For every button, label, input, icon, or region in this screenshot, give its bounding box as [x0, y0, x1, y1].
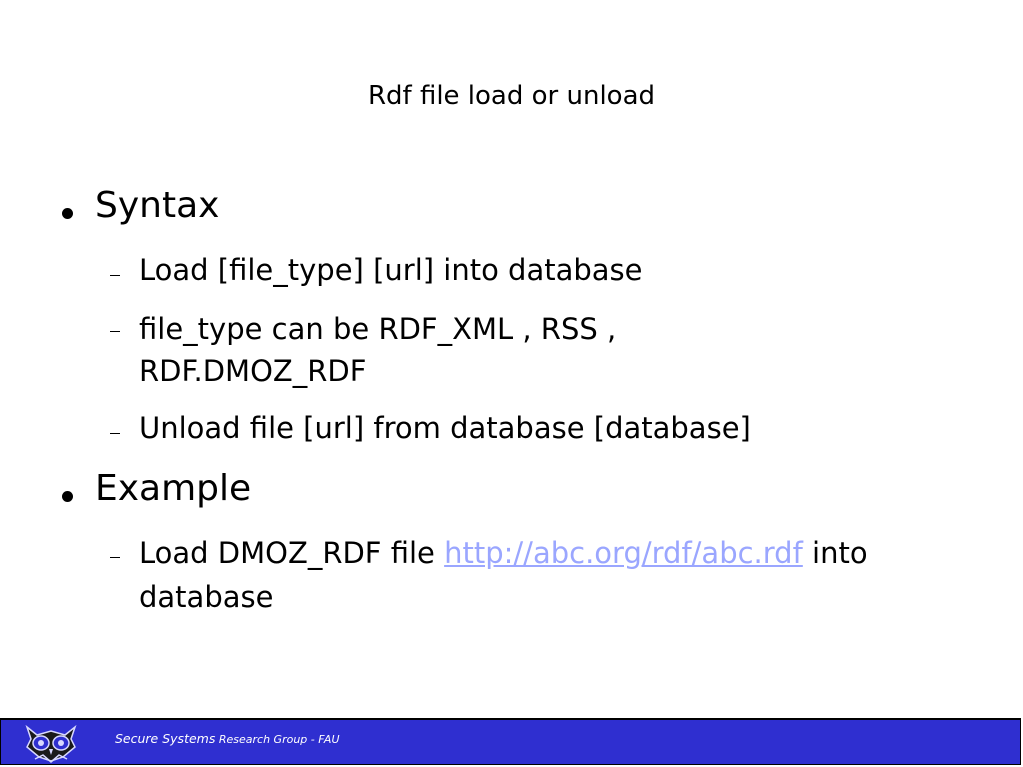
owl-logo-icon: [25, 724, 77, 763]
bullet-dot-icon: [62, 208, 73, 219]
dash-icon: [110, 275, 120, 276]
dash-icon: [110, 331, 120, 332]
bullet-syntax: Syntax: [95, 185, 220, 226]
syntax-item-unload: Unload file [url] from database [databas…: [139, 411, 751, 445]
dash-icon: [110, 557, 120, 558]
example-item-line2: database: [139, 580, 274, 614]
slide-title: Rdf file load or unload: [367, 81, 656, 111]
example-item-prefix: Load DMOZ_RDF file: [139, 536, 445, 570]
dash-icon: [110, 433, 120, 434]
syntax-item-load: Load [file_type] [url] into database: [139, 253, 643, 287]
footer-text: Secure Systems Research Group - FAU: [115, 731, 340, 748]
footer-text-part2: Research Group - FAU: [215, 733, 340, 746]
example-item-suffix: into: [802, 536, 868, 570]
bullet-example: Example: [95, 468, 252, 509]
syntax-item-file-type: file_type can be RDF_XML , RSS ,: [139, 312, 617, 346]
example-link[interactable]: http://abc.org/rdf/abc.rdf: [444, 536, 803, 570]
example-item-line1: Load DMOZ_RDF file http://abc.org/rdf/ab…: [139, 533, 969, 573]
footer-text-part1: Secure Systems: [115, 731, 216, 746]
bullet-dot-icon: [62, 491, 73, 502]
footer-bar: Secure Systems Research Group - FAU: [0, 718, 1021, 765]
syntax-item-file-type-cont: RDF.DMOZ_RDF: [139, 354, 367, 388]
